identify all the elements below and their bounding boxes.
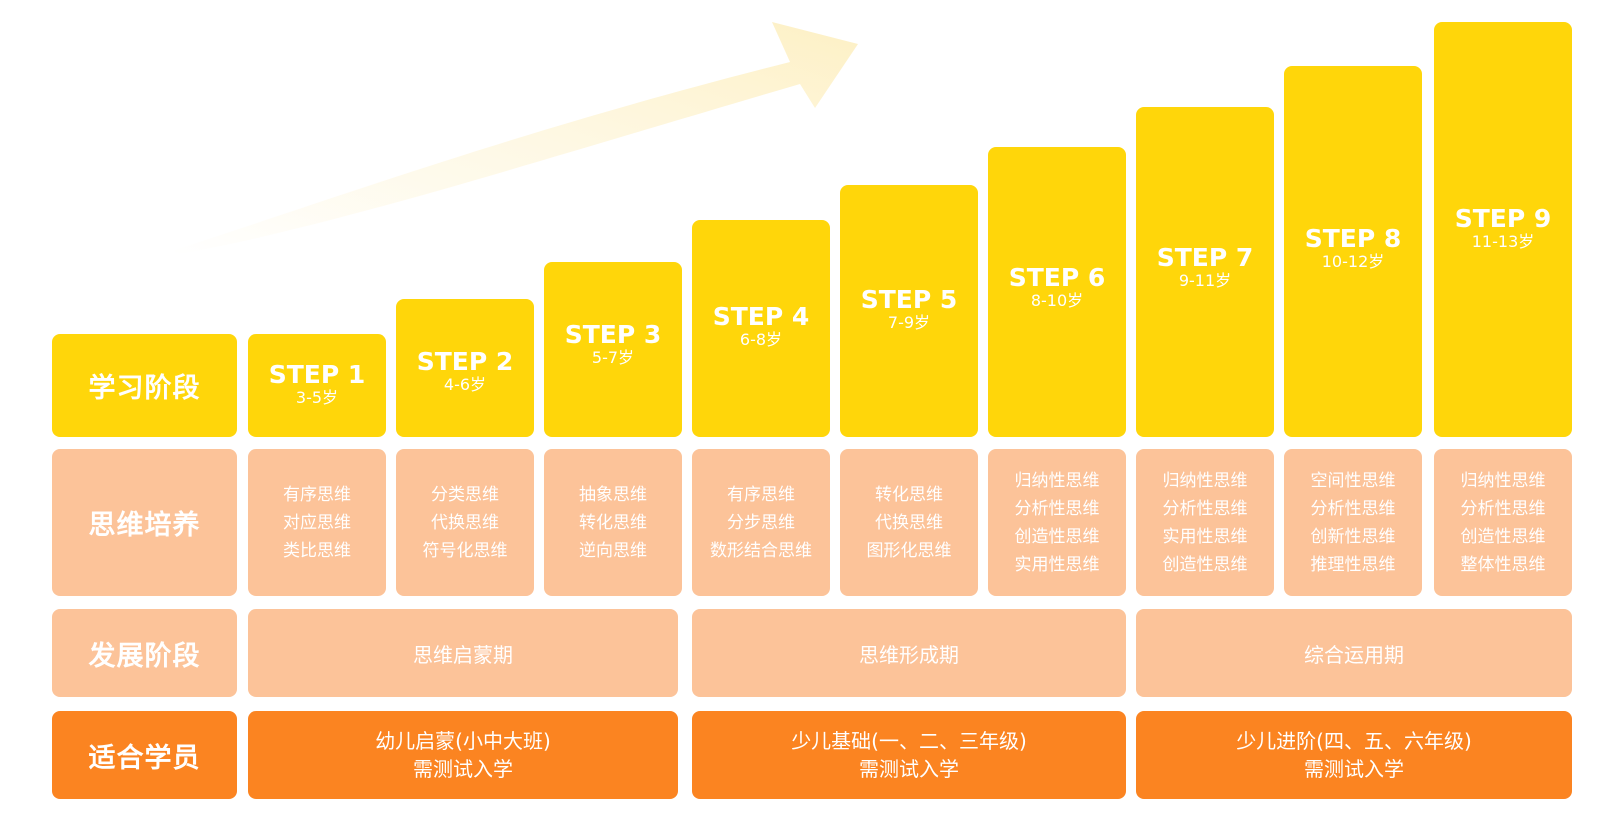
thinking-item: 创造性思维 xyxy=(1460,526,1546,547)
student-requirement: 需测试入学 xyxy=(859,757,959,781)
step-card: STEP 3 5-7岁 xyxy=(544,262,682,437)
phase-label: 思维启蒙期 xyxy=(413,642,513,667)
phase-cell-formation: 思维形成期 xyxy=(692,609,1126,697)
step-card: STEP 7 9-11岁 xyxy=(1136,107,1274,437)
student-cell-basic: 少儿基础(一、二、三年级) 需测试入学 xyxy=(692,711,1126,799)
student-requirement: 需测试入学 xyxy=(1304,757,1404,781)
step-age: 9-11岁 xyxy=(1178,271,1232,291)
step-title: STEP 4 xyxy=(712,302,810,331)
row-label-thinking: 思维培养 xyxy=(52,449,237,596)
step-title: STEP 2 xyxy=(416,347,514,376)
step-title: STEP 8 xyxy=(1304,224,1402,253)
step-title: STEP 7 xyxy=(1156,243,1254,272)
step-age: 7-9岁 xyxy=(887,313,931,333)
row-label-learning-stage: 学习阶段 xyxy=(52,334,237,437)
row-label-thinking-text: 思维培养 xyxy=(88,510,201,541)
student-group: 幼儿启蒙(小中大班) xyxy=(375,729,551,753)
thinking-cell: 归纳性思维 分析性思维 创造性思维 实用性思维 xyxy=(988,449,1126,596)
thinking-cell: 有序思维 分步思维 数形结合思维 xyxy=(692,449,830,596)
row-label-learning-stage-text: 学习阶段 xyxy=(88,373,201,404)
step-card: STEP 6 8-10岁 xyxy=(988,147,1126,437)
thinking-item: 抽象思维 xyxy=(579,484,647,505)
phase-label: 思维形成期 xyxy=(859,642,959,667)
thinking-item: 空间性思维 xyxy=(1310,470,1396,491)
thinking-item: 实用性思维 xyxy=(1162,526,1248,547)
thinking-item: 实用性思维 xyxy=(1014,554,1100,575)
thinking-item: 类比思维 xyxy=(283,540,351,561)
step-card: STEP 1 3-5岁 xyxy=(248,334,386,437)
student-requirement: 需测试入学 xyxy=(413,757,513,781)
thinking-cell: 归纳性思维 分析性思维 创造性思维 整体性思维 xyxy=(1434,449,1572,596)
step-age: 4-6岁 xyxy=(443,375,487,395)
thinking-item: 有序思维 xyxy=(727,484,795,505)
thinking-item: 对应思维 xyxy=(283,512,351,533)
thinking-item: 转化思维 xyxy=(875,484,943,505)
student-group: 少儿进阶(四、五、六年级) xyxy=(1236,729,1472,753)
step-age: 10-12岁 xyxy=(1321,252,1385,272)
step-card: STEP 2 4-6岁 xyxy=(396,299,534,437)
thinking-item: 分析性思维 xyxy=(1162,498,1248,519)
thinking-cell: 抽象思维 转化思维 逆向思维 xyxy=(544,449,682,596)
thinking-item: 归纳性思维 xyxy=(1460,470,1546,491)
thinking-cell: 空间性思维 分析性思维 创新性思维 推理性思维 xyxy=(1284,449,1422,596)
thinking-item: 推理性思维 xyxy=(1310,554,1396,575)
step-age: 8-10岁 xyxy=(1030,291,1084,311)
thinking-item: 符号化思维 xyxy=(422,540,508,561)
phase-cell-enlightenment: 思维启蒙期 xyxy=(248,609,678,697)
step-card: STEP 5 7-9岁 xyxy=(840,185,978,437)
step-title: STEP 1 xyxy=(268,360,366,389)
step-age: 6-8岁 xyxy=(739,330,783,350)
thinking-item: 分步思维 xyxy=(727,512,795,533)
thinking-item: 图形化思维 xyxy=(866,540,952,561)
thinking-item: 逆向思维 xyxy=(579,540,647,561)
thinking-item: 创新性思维 xyxy=(1310,526,1396,547)
thinking-item: 代换思维 xyxy=(875,512,943,533)
row-label-students: 适合学员 xyxy=(52,711,237,799)
row-label-development-text: 发展阶段 xyxy=(88,640,201,672)
step-title: STEP 6 xyxy=(1008,263,1106,292)
step-age: 3-5岁 xyxy=(295,388,339,408)
thinking-item: 创造性思维 xyxy=(1014,526,1100,547)
thinking-item: 代换思维 xyxy=(431,512,499,533)
step-age: 11-13岁 xyxy=(1471,232,1535,252)
thinking-item: 分析性思维 xyxy=(1014,498,1100,519)
thinking-item: 分析性思维 xyxy=(1460,498,1546,519)
phase-cell-application: 综合运用期 xyxy=(1136,609,1572,697)
thinking-item: 有序思维 xyxy=(283,484,351,505)
step-title: STEP 5 xyxy=(860,285,958,314)
thinking-cell: 有序思维 对应思维 类比思维 xyxy=(248,449,386,596)
thinking-item: 归纳性思维 xyxy=(1162,470,1248,491)
step-title: STEP 3 xyxy=(564,320,662,349)
step-age: 5-7岁 xyxy=(591,348,635,368)
thinking-cell: 转化思维 代换思维 图形化思维 xyxy=(840,449,978,596)
thinking-item: 整体性思维 xyxy=(1460,554,1546,575)
row-label-development: 发展阶段 xyxy=(52,609,237,697)
thinking-item: 归纳性思维 xyxy=(1014,470,1100,491)
thinking-cell: 分类思维 代换思维 符号化思维 xyxy=(396,449,534,596)
step-title: STEP 9 xyxy=(1454,204,1552,233)
step-card: STEP 9 11-13岁 xyxy=(1434,22,1572,437)
thinking-item: 转化思维 xyxy=(579,512,647,533)
student-cell-advanced: 少儿进阶(四、五、六年级) 需测试入学 xyxy=(1136,711,1572,799)
row-label-students-text: 适合学员 xyxy=(88,742,201,774)
student-group: 少儿基础(一、二、三年级) xyxy=(791,729,1027,753)
thinking-cell: 归纳性思维 分析性思维 实用性思维 创造性思维 xyxy=(1136,449,1274,596)
step-card: STEP 4 6-8岁 xyxy=(692,220,830,437)
step-card: STEP 8 10-12岁 xyxy=(1284,66,1422,437)
thinking-item: 数形结合思维 xyxy=(710,540,812,561)
phase-label: 综合运用期 xyxy=(1304,642,1404,667)
thinking-item: 分类思维 xyxy=(431,484,499,505)
thinking-item: 分析性思维 xyxy=(1310,498,1396,519)
thinking-item: 创造性思维 xyxy=(1162,554,1248,575)
student-cell-preschool: 幼儿启蒙(小中大班) 需测试入学 xyxy=(248,711,678,799)
